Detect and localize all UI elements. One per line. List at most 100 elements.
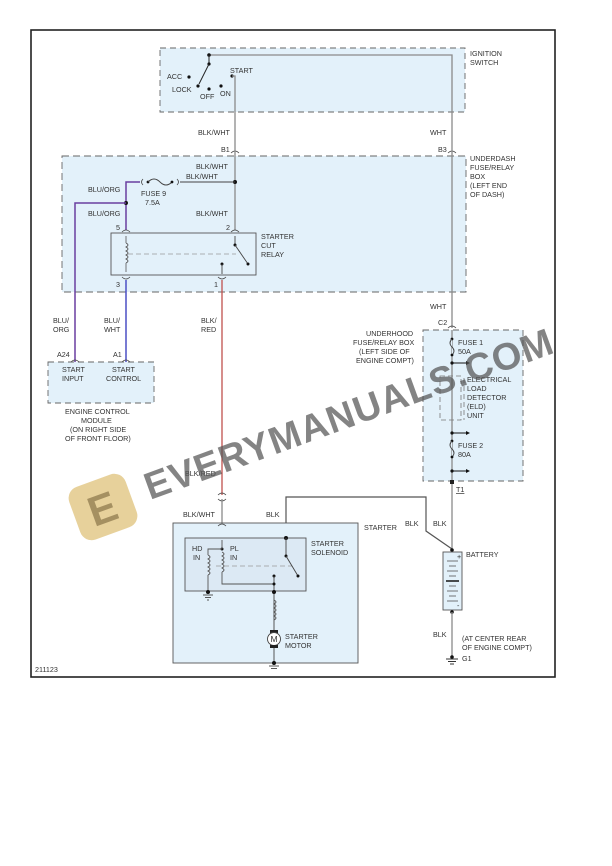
hd-winding-lead — [207, 548, 222, 555]
wire-label-blk-red-split-1: BLK/ — [201, 316, 217, 325]
fuse2-element — [449, 440, 455, 458]
underhood-label-3: (LEFT SIDE OF — [359, 347, 410, 356]
solenoid-ground-icon — [203, 590, 213, 601]
pl-winding-lead — [221, 572, 274, 585]
fuse1-dot-bottom — [450, 353, 454, 357]
fuse2-bottom-arrowhead — [466, 469, 470, 473]
fuse2-top-arrowhead — [466, 431, 470, 435]
wire-label-blk-ground: BLK — [433, 630, 447, 639]
relay-pin1-connector — [217, 276, 227, 280]
ecm-pin-a1: A1 — [113, 350, 122, 359]
fuse9-name: FUSE 9 — [141, 189, 166, 198]
pl-in-label-1: PL — [230, 544, 239, 553]
ground-location-2: OF ENGINE COMPT) — [462, 643, 532, 652]
ground-g1-icon — [446, 655, 458, 665]
ecm-label-4: OF FRONT FLOOR) — [65, 434, 131, 443]
motor-label-1: STARTER — [285, 632, 318, 641]
ecm-start-input-1: START — [62, 365, 86, 374]
switch-acc-label: ACC — [167, 72, 182, 81]
ecm-label-3: (ON RIGHT SIDE — [70, 425, 126, 434]
connector-c2 — [447, 325, 457, 329]
wire-label-blu-org-split-2: ORG — [53, 325, 70, 334]
wire-label-blk-wht-relay: BLK/WHT — [196, 209, 229, 218]
watermark-logo: E — [68, 473, 138, 541]
connector-c2-label: C2 — [438, 318, 447, 327]
wire-label-blu-wht-split-2: WHT — [104, 325, 121, 334]
fuse2-name: FUSE 2 — [458, 441, 483, 450]
fuse2-rating: 80A — [458, 450, 471, 459]
wire-blu-org-ecm — [74, 202, 126, 364]
fuse9-connector-right — [176, 178, 179, 186]
fuse1-rating: 50A — [458, 347, 471, 356]
fuse2-dot-bottom — [450, 455, 454, 459]
relay-switch-dot-end — [246, 262, 250, 266]
solenoid-label-1: STARTER — [311, 539, 344, 548]
starter: STARTER STARTER SOLENOID HD IN PL IN — [172, 522, 397, 669]
relay-pin-5: 5 — [116, 223, 120, 232]
switch-off-label: OFF — [200, 92, 215, 101]
relay-pin-2: 2 — [226, 223, 230, 232]
relay-label-1: STARTER — [261, 232, 294, 241]
motor-symbol: M — [271, 634, 278, 644]
relay-switch-blade — [234, 244, 249, 265]
solenoid-label-2: SOLENOID — [311, 548, 348, 557]
fuse9-connector-left — [141, 178, 144, 186]
relay-pin5-connector — [121, 229, 131, 233]
relay-pin-1: 1 — [214, 280, 218, 289]
connector-b3-label: B3 — [438, 145, 447, 154]
hd-in-winding — [206, 554, 211, 576]
ignition-switch-label-2: SWITCH — [470, 58, 498, 67]
underhood-label-1: UNDERHOOD — [366, 329, 413, 338]
underdash-label-1: UNDERDASH — [470, 154, 516, 163]
pl-in-winding — [220, 551, 225, 573]
ecm-pin-a24: A24 — [57, 350, 70, 359]
wire-blk-solenoid-battery — [285, 496, 453, 550]
ecm-start-input-2: INPUT — [62, 374, 84, 383]
eld-label-3: DETECTOR — [467, 393, 506, 402]
motor-ground-icon — [269, 661, 279, 669]
fuse1-name: FUSE 1 — [458, 338, 483, 347]
switch-on-dot — [219, 84, 223, 88]
wire-label-blu-wht-split-1: BLU/ — [104, 316, 120, 325]
solenoid-box — [184, 537, 307, 592]
underhood-fuse-relay-box: C2 UNDERHOOD FUSE/RELAY BOX (LEFT SIDE O… — [353, 318, 524, 494]
ground-location-1: (AT CENTER REAR — [462, 634, 526, 643]
underdash-label-5: OF DASH) — [470, 190, 504, 199]
switch-acc-dot — [187, 75, 191, 79]
terminal-t1-label: T1 — [456, 485, 464, 494]
starter-connector — [217, 523, 227, 527]
battery: + - BATTERY BLK (AT CENTER REAR OF ENGIN… — [433, 548, 532, 665]
ecm-start-control-2: CONTROL — [106, 374, 141, 383]
wire-label-wht-top: WHT — [430, 128, 447, 137]
wire-label-blu-org-2: BLU/ORG — [88, 209, 121, 218]
eld-label-5: UNIT — [467, 411, 484, 420]
switch-lock-label: LOCK — [172, 85, 192, 94]
wire-label-blk-starter-top: BLK — [266, 510, 280, 519]
fuse1-element — [449, 338, 455, 356]
eld-label-4: (ELD) — [467, 402, 486, 411]
battery-minus: - — [457, 601, 460, 610]
relay-pin-3: 3 — [116, 280, 120, 289]
ecm-a1-connector — [121, 359, 131, 363]
switch-lock-dot — [196, 84, 200, 88]
wire-label-blk-wht-b1: BLK/WHT — [196, 162, 229, 171]
relay-pin2-connector — [230, 229, 240, 233]
underdash-label-3: BOX — [470, 172, 485, 181]
connector-b1-label: B1 — [221, 145, 230, 154]
relay-label-3: RELAY — [261, 250, 284, 259]
starter-label: STARTER — [364, 523, 397, 532]
pl-in-label-2: IN — [230, 553, 237, 562]
relay-box — [110, 232, 257, 276]
starter-motor-icon: M — [267, 630, 281, 648]
engine-control-module: A24 A1 START INPUT START CONTROL ENGINE … — [47, 350, 155, 443]
battery-label: BATTERY — [466, 550, 499, 559]
underdash-label-4: (LEFT END — [470, 181, 507, 190]
switch-off-dot — [207, 87, 211, 91]
fuse9-element — [147, 178, 173, 186]
hd-in-label-1: HD — [192, 544, 202, 553]
battery-plus: + — [457, 552, 461, 561]
ecm-label-1: ENGINE CONTROL — [65, 407, 130, 416]
wire-label-wht-mid: WHT — [430, 302, 447, 311]
motor-label-2: MOTOR — [285, 641, 312, 650]
underhood-label-4: ENGINE COMPT) — [356, 356, 414, 365]
